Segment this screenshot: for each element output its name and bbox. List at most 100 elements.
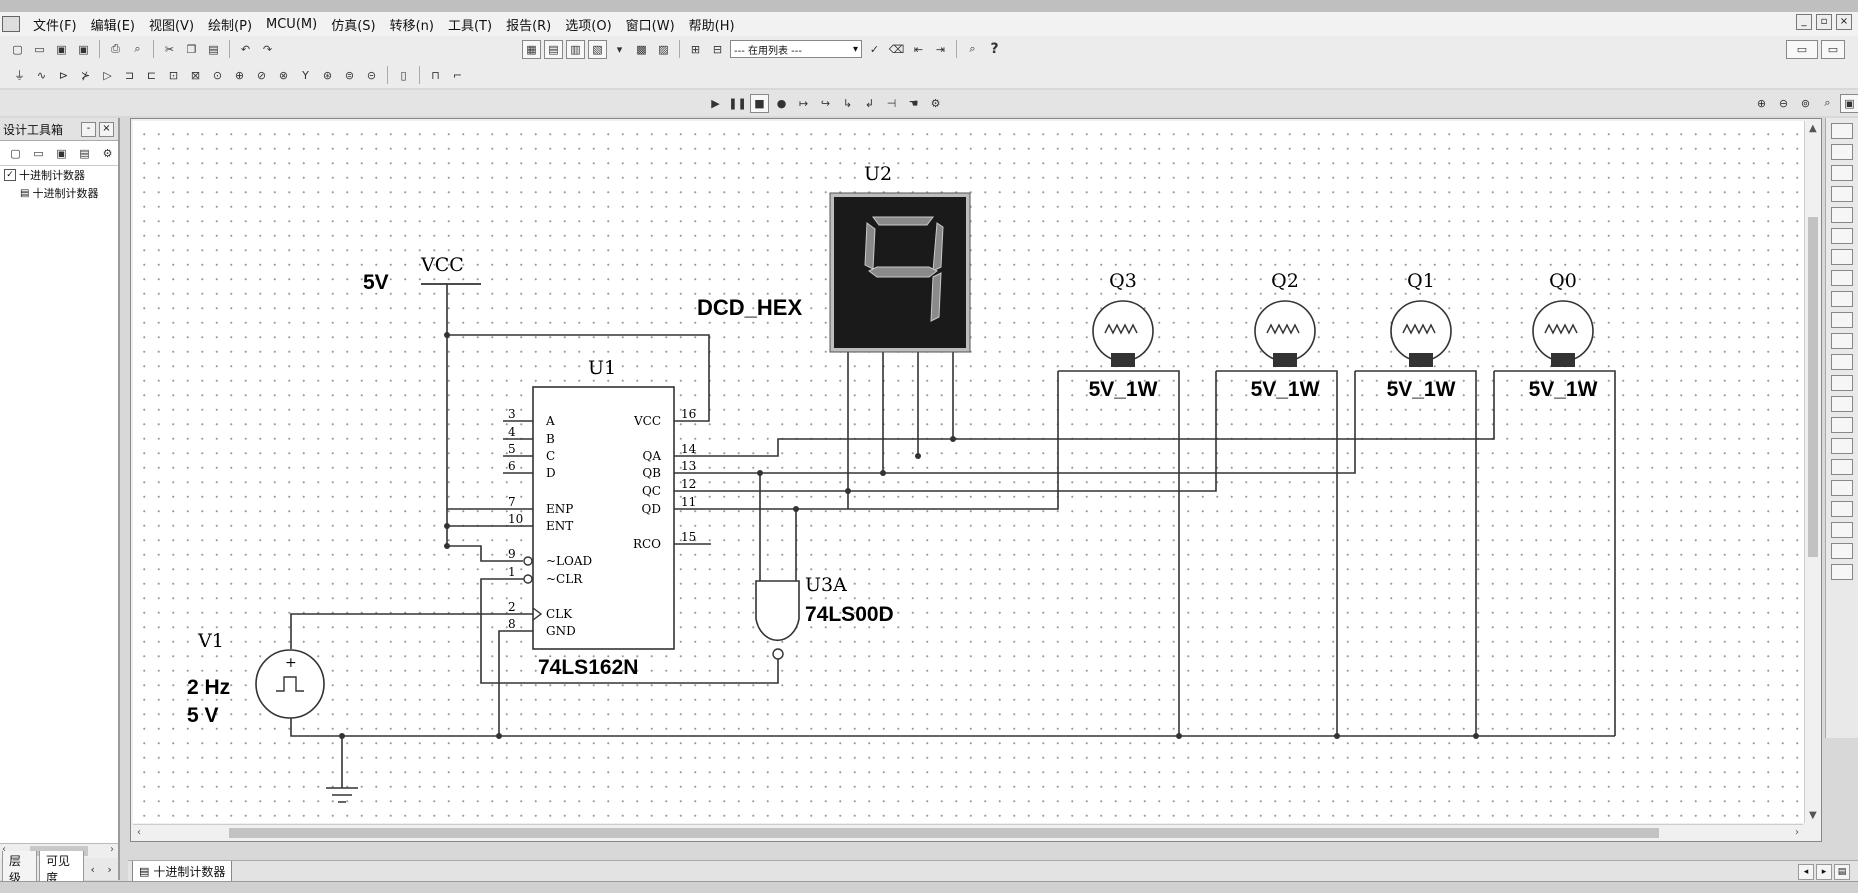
open-design-icon[interactable]: ▭: [33, 146, 44, 160]
checkbox-icon[interactable]: ✓: [4, 169, 16, 181]
menu-place[interactable]: 绘制(P): [208, 18, 253, 34]
panel-close-icon[interactable]: ×: [99, 122, 114, 137]
rf-icon[interactable]: Y: [302, 68, 309, 82]
hierarchical-block-icon[interactable]: ▯: [400, 68, 407, 82]
sheet-list-icon[interactable]: ▤: [1834, 864, 1850, 880]
scroll-up-icon[interactable]: ▲: [1809, 123, 1817, 134]
paste-icon[interactable]: ▤: [208, 42, 219, 56]
canvas-horizontal-scrollbar[interactable]: ‹ ›: [133, 824, 1803, 841]
four-channel-oscilloscope-icon[interactable]: [1831, 207, 1853, 223]
bode-plotter-icon[interactable]: [1831, 228, 1853, 244]
tab-prev-icon[interactable]: ‹: [90, 862, 95, 876]
pause-icon[interactable]: ❚❚: [728, 96, 747, 110]
print-icon[interactable]: ⎙: [111, 42, 120, 55]
agilent-generator-icon[interactable]: [1831, 417, 1853, 433]
database-icon[interactable]: ▥: [566, 39, 585, 59]
breakpoint-icon[interactable]: ⊣: [886, 96, 897, 110]
word-generator-icon[interactable]: [1831, 270, 1853, 286]
seven-segment-display-u2[interactable]: U2 DCD_HEX 9: [697, 163, 971, 353]
horizontal-scroll-thumb[interactable]: [229, 828, 1659, 838]
print-preview-icon[interactable]: ⌕: [134, 42, 141, 55]
find-component-icon[interactable]: ⌕: [969, 42, 976, 55]
tree-child-item[interactable]: ▤ 十进制计数器: [4, 184, 118, 202]
misc-digital-icon[interactable]: ⊡: [168, 68, 179, 82]
frequency-counter-icon[interactable]: [1831, 249, 1853, 265]
sheet-prev-icon[interactable]: ◂: [1798, 864, 1814, 880]
zoom-area-icon[interactable]: ⊚: [1800, 96, 1811, 110]
hand-icon[interactable]: ☚: [908, 96, 919, 110]
clock-source-v1[interactable]: + V1 2 Hz 5 V: [187, 630, 325, 727]
cut-icon[interactable]: ✂: [164, 42, 175, 56]
zoom-out-icon[interactable]: ⊖: [1778, 96, 1789, 110]
misc-icon[interactable]: ⊘: [256, 68, 267, 82]
clear-erc-icon[interactable]: ⌫: [888, 42, 905, 56]
save-design-icon[interactable]: ▣: [56, 146, 67, 160]
agilent-oscilloscope-icon[interactable]: [1831, 459, 1853, 475]
scroll-right-icon[interactable]: ›: [110, 844, 114, 855]
close-design-icon[interactable]: ▤: [79, 146, 90, 160]
scroll-left-icon[interactable]: ‹: [137, 827, 141, 838]
indicator-icon[interactable]: ⊙: [212, 68, 223, 82]
redo-icon[interactable]: ↷: [262, 42, 273, 56]
step-into-icon[interactable]: ↳: [842, 96, 853, 110]
mcu-icon[interactable]: ⊜: [344, 68, 355, 82]
menu-transfer[interactable]: 转移(n): [389, 18, 434, 34]
vcc-supply[interactable]: VCC 5V: [363, 254, 481, 294]
analog-icon[interactable]: ▷: [103, 68, 112, 82]
minimize-icon[interactable]: _: [1796, 14, 1812, 30]
function-generator-icon[interactable]: [1831, 144, 1853, 160]
vertical-scroll-thumb[interactable]: [1808, 217, 1818, 557]
menu-simulate[interactable]: 仿真(S): [331, 18, 376, 34]
advanced-icon[interactable]: ⊗: [278, 68, 289, 82]
full-screen-icon[interactable]: ▣: [1840, 93, 1858, 113]
menu-file[interactable]: 文件(F): [33, 18, 77, 34]
tree-root-item[interactable]: ✓ 十进制计数器: [4, 166, 118, 184]
step-icon[interactable]: ↦: [798, 96, 809, 110]
current-probe-icon[interactable]: [1831, 522, 1853, 538]
settings-icon[interactable]: ⚙: [930, 96, 941, 110]
menu-help[interactable]: 帮助(H): [688, 18, 735, 34]
menu-mcu[interactable]: MCU(M): [266, 16, 318, 32]
stop-icon[interactable]: ■: [750, 93, 769, 113]
distortion-analyzer-icon[interactable]: [1831, 354, 1853, 370]
copy-icon[interactable]: ❐: [186, 42, 197, 56]
menu-options[interactable]: 选项(O): [565, 18, 612, 34]
hierarchy-icon[interactable]: ⊞: [690, 42, 701, 56]
network-analyzer-icon[interactable]: [1831, 396, 1853, 412]
transistor-icon[interactable]: ⊁: [80, 68, 91, 82]
spreadsheet-icon[interactable]: ▤: [544, 39, 563, 59]
step-out-icon[interactable]: ↲: [864, 96, 875, 110]
help-icon[interactable]: ?: [990, 41, 999, 57]
open-folder-icon[interactable]: ▭: [34, 42, 45, 56]
ladder-icon[interactable]: ⊝: [366, 68, 377, 82]
zoom-fit-icon[interactable]: ⌕: [1824, 96, 1831, 109]
tektronix-oscilloscope-icon[interactable]: [1831, 480, 1853, 496]
menu-view[interactable]: 视图(V): [148, 18, 195, 34]
logic-analyzer-icon[interactable]: [1831, 312, 1853, 328]
menu-window[interactable]: 窗口(W): [625, 18, 675, 34]
run-icon[interactable]: ▶: [711, 96, 720, 110]
scroll-down-icon[interactable]: ▼: [1809, 810, 1817, 821]
in-use-list-dropdown[interactable]: --- 在用列表 --- ▾: [730, 40, 862, 58]
electromech-icon[interactable]: ⊛: [322, 68, 333, 82]
agilent-multimeter-icon[interactable]: [1831, 438, 1853, 454]
panel-minimize-icon[interactable]: -: [81, 122, 96, 137]
scroll-right-icon[interactable]: ›: [1795, 827, 1799, 838]
sheet-next-icon[interactable]: ▸: [1816, 864, 1832, 880]
logic-converter-icon[interactable]: [1831, 291, 1853, 307]
step-over-icon[interactable]: ↪: [820, 96, 831, 110]
measurement-probe-icon[interactable]: [1831, 543, 1853, 559]
bus-icon[interactable]: ⊓: [431, 68, 440, 82]
component-icon[interactable]: ▨: [658, 42, 669, 56]
canvas-vertical-scrollbar[interactable]: ▲ ▼: [1804, 121, 1821, 823]
probe-icon[interactable]: ●: [776, 96, 787, 110]
menu-edit[interactable]: 编辑(E): [90, 18, 135, 34]
elvis-icon[interactable]: [1831, 564, 1853, 580]
